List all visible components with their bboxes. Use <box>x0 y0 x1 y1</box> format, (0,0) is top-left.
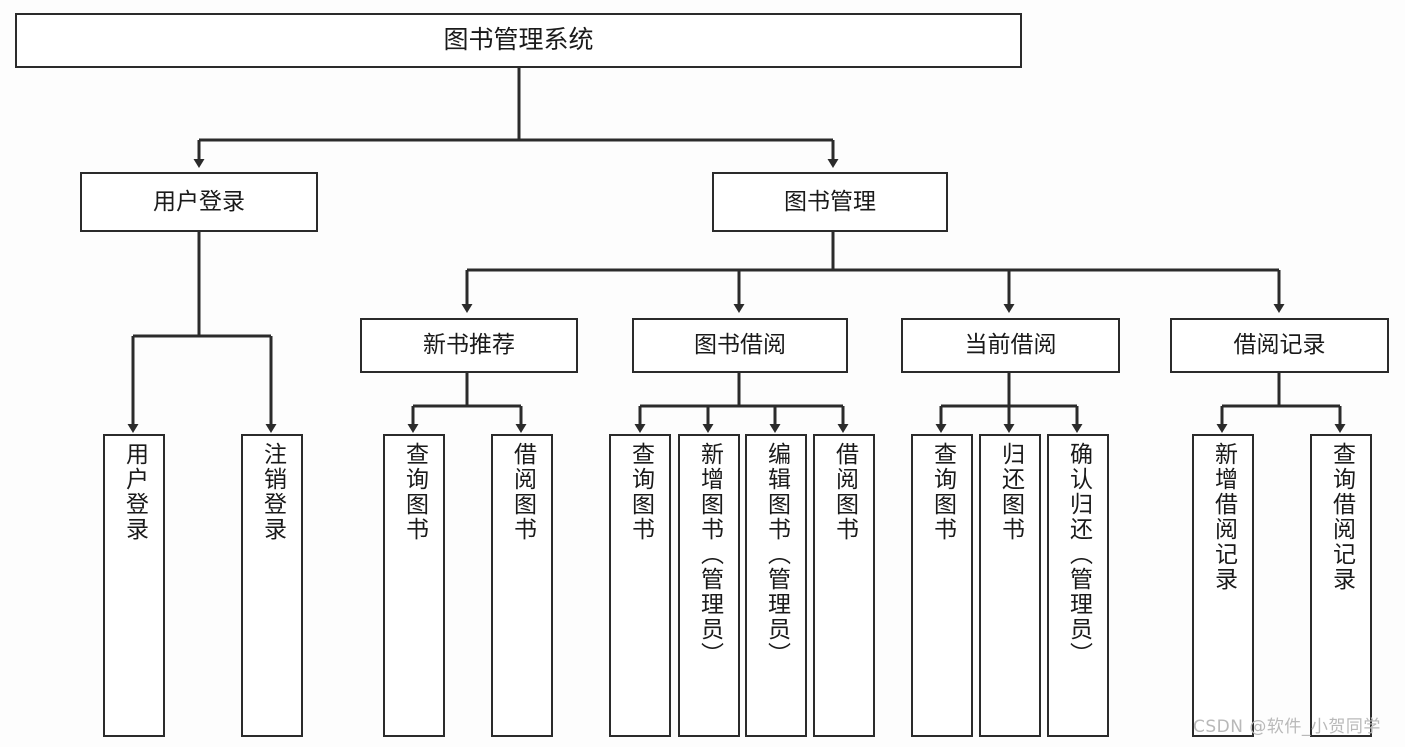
node-new-book-label: 新书推荐 <box>423 332 515 359</box>
watermark: CSDN @软件_小贺同学 <box>1193 717 1381 737</box>
leaf-borrow-record-0[interactable]: 新增借阅记录 <box>1192 434 1254 737</box>
leaf-user-login-1-label: 注销登录 <box>259 442 286 542</box>
node-book-manage[interactable]: 图书管理 <box>712 172 948 232</box>
node-root[interactable]: 图书管理系统 <box>15 13 1022 68</box>
node-borrow-record-group-label: 借阅记录 <box>1233 332 1326 359</box>
node-new-book[interactable]: 新书推荐 <box>360 318 578 373</box>
leaf-book-borrow-2[interactable]: 编辑图书（管理员） <box>745 434 807 737</box>
leaf-book-borrow-2-label: 编辑图书（管理员） <box>763 442 790 667</box>
leaf-current-borrow-1[interactable]: 归还图书 <box>979 434 1041 737</box>
node-current-borrow[interactable]: 当前借阅 <box>901 318 1120 373</box>
node-user-login-label: 用户登录 <box>153 188 245 215</box>
leaf-book-borrow-0-label: 查询图书 <box>627 442 654 542</box>
node-book-borrow-label: 图书借阅 <box>694 332 786 359</box>
leaf-current-borrow-0-label: 查询图书 <box>929 442 956 542</box>
leaf-book-borrow-3[interactable]: 借阅图书 <box>813 434 875 737</box>
leaf-book-borrow-0[interactable]: 查询图书 <box>609 434 671 737</box>
leaf-user-login-0[interactable]: 用户登录 <box>103 434 165 737</box>
leaf-borrow-record-0-label: 新增借阅记录 <box>1210 442 1237 592</box>
leaf-new-book-0[interactable]: 查询图书 <box>383 434 445 737</box>
leaf-new-book-1-label: 借阅图书 <box>509 442 536 542</box>
leaf-user-login-0-label: 用户登录 <box>121 442 148 542</box>
leaf-book-borrow-3-label: 借阅图书 <box>831 442 858 542</box>
node-current-borrow-label: 当前借阅 <box>964 332 1057 359</box>
node-book-borrow[interactable]: 图书借阅 <box>632 318 848 373</box>
leaf-borrow-record-1-label: 查询借阅记录 <box>1328 442 1355 592</box>
leaf-new-book-0-label: 查询图书 <box>401 442 428 542</box>
leaf-book-borrow-1-label: 新增图书（管理员） <box>696 442 723 667</box>
leaf-new-book-1[interactable]: 借阅图书 <box>491 434 553 737</box>
node-root-label: 图书管理系统 <box>443 25 594 55</box>
node-book-manage-label: 图书管理 <box>784 188 876 215</box>
leaf-current-borrow-0[interactable]: 查询图书 <box>911 434 973 737</box>
leaf-user-login-1[interactable]: 注销登录 <box>241 434 303 737</box>
node-borrow-record-group[interactable]: 借阅记录 <box>1170 318 1389 373</box>
node-user-login[interactable]: 用户登录 <box>80 172 318 232</box>
leaf-book-borrow-1[interactable]: 新增图书（管理员） <box>678 434 740 737</box>
leaf-borrow-record-1[interactable]: 查询借阅记录 <box>1310 434 1372 737</box>
leaf-current-borrow-2[interactable]: 确认归还（管理员） <box>1047 434 1109 737</box>
leaf-current-borrow-2-label: 确认归还（管理员） <box>1065 442 1092 667</box>
leaf-current-borrow-1-label: 归还图书 <box>997 442 1024 542</box>
